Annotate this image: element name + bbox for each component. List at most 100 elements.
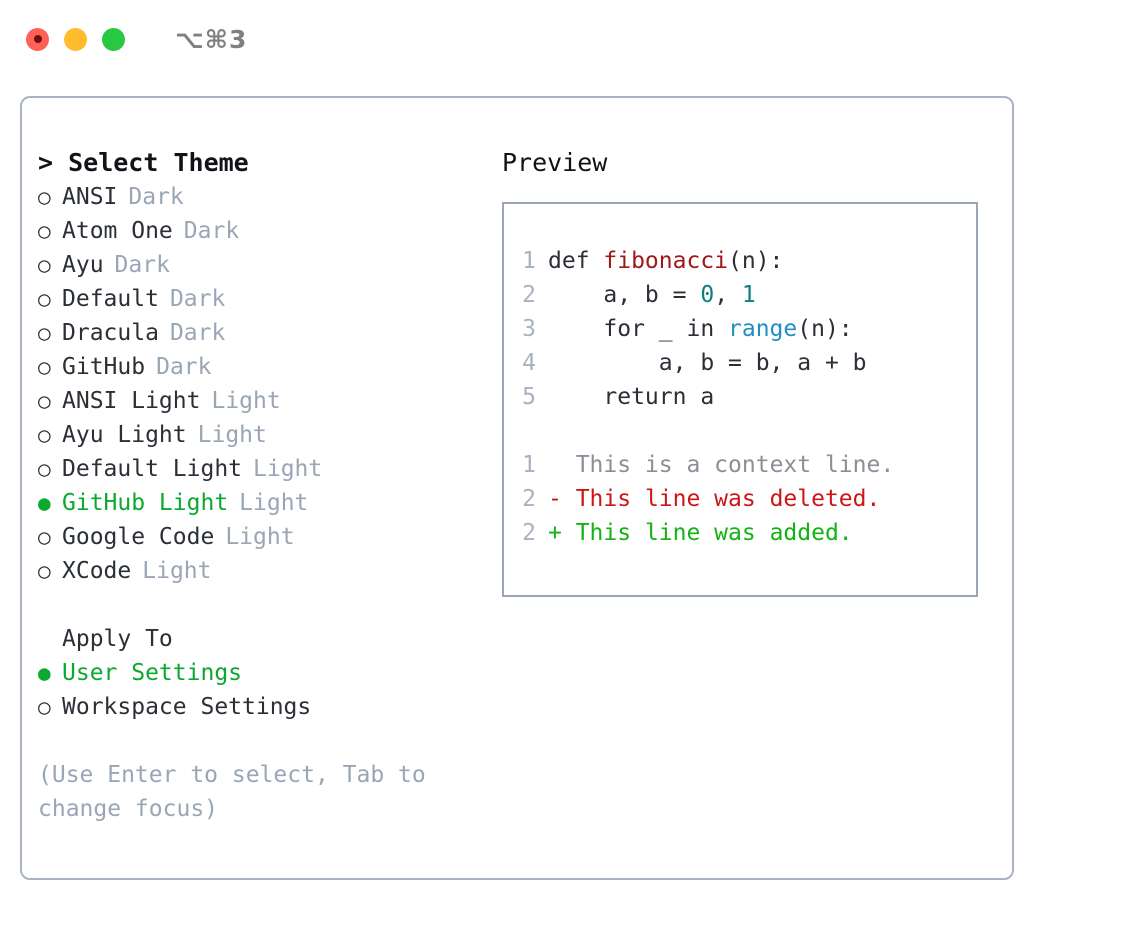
theme-option[interactable]: ○ ANSI Light Light <box>38 384 488 418</box>
theme-variant-badge: Light <box>211 388 281 414</box>
apply-to-option[interactable]: ● User Settings <box>38 656 488 690</box>
maximize-button[interactable] <box>102 27 125 51</box>
diff-line-number: 2 <box>522 486 536 512</box>
code-line: 3 for _ in range(n): <box>504 312 976 346</box>
diff-marker: - <box>548 486 576 512</box>
code-line-number: 4 <box>522 350 536 376</box>
theme-variant-badge: Light <box>253 456 323 482</box>
code-line-content: a, b = 0, 1 <box>548 278 756 312</box>
diff-line-content: This line was added. <box>575 520 853 546</box>
code-token: , <box>714 282 742 308</box>
code-token: fibonacci <box>603 248 729 274</box>
window-controls <box>26 27 125 51</box>
diff-line-content: This line was deleted. <box>575 486 881 512</box>
apply-to-option-label: Workspace Settings <box>62 694 312 720</box>
radio-unselected-icon: ○ <box>38 389 51 413</box>
code-line-content: return a <box>548 380 714 414</box>
code-line-number: 1 <box>522 248 536 274</box>
radio-selected-icon: ● <box>38 491 51 515</box>
theme-variant-badge: Dark <box>156 354 212 380</box>
code-token: a, b = <box>548 282 701 308</box>
theme-variant-badge: Light <box>197 422 267 448</box>
radio-unselected-icon: ○ <box>38 525 51 549</box>
diff-line: 2- This line was deleted. <box>504 482 976 516</box>
code-line-number: 3 <box>522 316 536 342</box>
code-line-content: for _ in range(n): <box>548 312 852 346</box>
theme-option-label: ANSI Light <box>62 388 201 414</box>
title-bar: ⌥⌘3 <box>0 0 1140 78</box>
radio-unselected-icon: ○ <box>38 695 51 719</box>
preview-title: Preview <box>502 148 608 177</box>
diff-sample: 1 This is a context line. 2- This line wa… <box>504 448 976 550</box>
radio-selected-icon: ● <box>38 661 51 685</box>
theme-option-label: Dracula <box>62 320 159 346</box>
theme-variant-badge: Dark <box>128 184 184 210</box>
code-line: 5 return a <box>504 380 976 414</box>
code-line: 4 a, b = b, a + b <box>504 346 976 380</box>
theme-option[interactable]: ○ ANSI Dark <box>38 180 488 214</box>
theme-option-label: Atom One <box>62 218 173 244</box>
theme-option[interactable]: ○ GitHub Dark <box>38 350 488 384</box>
theme-option-label: GitHub Light <box>62 490 229 516</box>
apply-to-header: Apply To <box>62 626 173 652</box>
theme-option-label: Google Code <box>62 524 215 550</box>
diff-line-number: 2 <box>522 520 536 546</box>
radio-unselected-icon: ○ <box>38 219 51 243</box>
radio-unselected-icon: ○ <box>38 287 51 311</box>
theme-option[interactable]: ○ Atom One Dark <box>38 214 488 248</box>
theme-option-label: Default <box>62 286 159 312</box>
close-button[interactable] <box>26 27 49 51</box>
diff-line-number: 1 <box>522 452 536 478</box>
radio-unselected-icon: ○ <box>38 457 51 481</box>
theme-option[interactable]: ○ Default Light Light <box>38 452 488 486</box>
apply-to-option[interactable]: ○ Workspace Settings <box>38 690 488 724</box>
radio-unselected-icon: ○ <box>38 355 51 379</box>
theme-option-label: GitHub <box>62 354 146 380</box>
theme-option[interactable]: ○ XCode Light <box>38 554 488 588</box>
theme-option[interactable]: ○ Google Code Light <box>38 520 488 554</box>
radio-unselected-icon: ○ <box>38 423 51 447</box>
minimize-button[interactable] <box>64 27 87 51</box>
code-token: (n): <box>728 248 784 274</box>
diff-line: 2+ This line was added. <box>504 516 976 550</box>
radio-unselected-icon: ○ <box>38 559 51 583</box>
code-token: range <box>728 316 798 342</box>
theme-variant-badge: Dark <box>114 252 170 278</box>
theme-variant-badge: Light <box>239 490 309 516</box>
code-token: 1 <box>741 282 756 308</box>
keyboard-shortcut-label: ⌥⌘3 <box>175 24 248 54</box>
help-hint-text: (Use Enter to select, Tab to change focu… <box>38 762 426 822</box>
code-token: return a <box>548 384 715 410</box>
code-token: for _ in <box>548 316 729 342</box>
diff-line-content: This is a context line. <box>575 452 895 478</box>
theme-variant-badge: Light <box>142 558 212 584</box>
code-line: 2 a, b = 0, 1 <box>504 278 976 312</box>
theme-option[interactable]: ○ Ayu Light Light <box>38 418 488 452</box>
code-token: def <box>548 248 604 274</box>
theme-option-label: XCode <box>62 558 132 584</box>
theme-option-label: Ayu Light <box>62 422 187 448</box>
apply-to-option-label: User Settings <box>62 660 243 686</box>
theme-option[interactable]: ● GitHub Light Light <box>38 486 488 520</box>
theme-variant-badge: Light <box>225 524 295 550</box>
code-line-content: def fibonacci(n): <box>548 244 783 278</box>
theme-variant-badge: Dark <box>183 218 240 244</box>
apply-to-list: ● User Settings ○ Workspace Settings <box>38 656 488 724</box>
theme-option-label: ANSI <box>62 184 118 210</box>
theme-variant-badge: Dark <box>169 320 226 346</box>
theme-option-label: Default Light <box>62 456 243 482</box>
code-line-number: 2 <box>522 282 536 308</box>
radio-unselected-icon: ○ <box>38 185 51 209</box>
select-theme-header: > Select Theme <box>38 148 249 177</box>
code-line-content: a, b = b, a + b <box>548 346 867 380</box>
